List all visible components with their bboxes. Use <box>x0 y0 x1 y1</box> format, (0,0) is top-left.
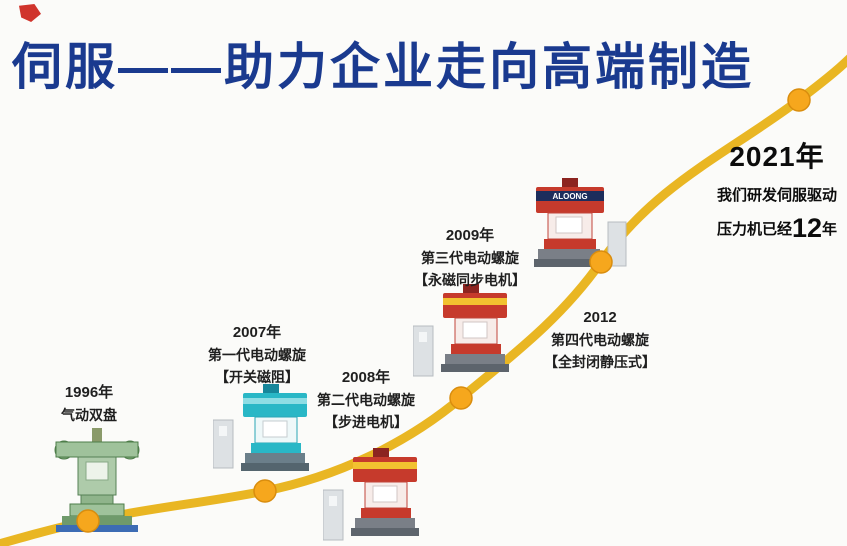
milestone-year: 2007年 <box>232 324 282 341</box>
milestone-2008: 2008年 第二代电动螺旋 【步进电机】 <box>286 367 446 433</box>
milestone-desc: 气动双盘 <box>61 407 117 423</box>
milestone-desc: 【步进电机】 <box>324 414 408 430</box>
dot-2008-2009 <box>449 386 473 410</box>
milestone-year: 1996年 <box>64 384 114 401</box>
machine-2021-servo-press: ALOONG <box>534 178 627 267</box>
milestone-2009: 2009年 第三代电动螺旋 【永磁同步电机】 <box>390 225 550 291</box>
years-suffix: 年 <box>822 221 838 238</box>
dot-2012 <box>589 250 613 274</box>
milestone-desc: 我们研发伺服驱动 <box>716 187 837 204</box>
page-title: 伺服——助力企业走向高端制造 <box>12 39 754 95</box>
milestone-year: 2021年 <box>729 141 825 172</box>
milestone-2012: 2012 第四代电动螺旋 【全封闭静压式】 <box>520 307 680 373</box>
machine-2008-press <box>323 448 419 541</box>
dot-2021 <box>787 88 811 112</box>
milestone-desc: 第三代电动螺旋 <box>421 250 519 266</box>
years-prefix: 压力机已经 <box>716 221 792 238</box>
milestone-desc: 第二代电动螺旋 <box>317 392 415 408</box>
milestone-desc: 第四代电动螺旋 <box>551 332 649 348</box>
dot-1996 <box>76 509 100 533</box>
machine-2007-press <box>213 384 309 471</box>
milestone-desc: 【永磁同步电机】 <box>414 272 526 288</box>
dot-2007 <box>253 479 277 503</box>
milestone-desc: 【开关磁阻】 <box>215 369 299 385</box>
milestone-1996: 1996年 气动双盘 <box>29 382 149 426</box>
milestone-desc: 第一代电动螺旋 <box>208 347 306 363</box>
milestone-desc: 压力机已经12年 <box>687 213 847 244</box>
milestone-desc: 【全封闭静压式】 <box>544 354 656 370</box>
years-count: 12 <box>791 213 823 243</box>
milestone-year: 2009年 <box>445 227 495 244</box>
milestone-year: 2012 <box>583 309 617 326</box>
milestone-2007: 2007年 第一代电动螺旋 【开关磁阻】 <box>177 322 337 388</box>
milestone-2021: 2021年 我们研发伺服驱动 压力机已经12年 <box>687 140 847 244</box>
machine-2009-press <box>413 284 509 377</box>
machine-brand-label: ALOONG <box>552 192 587 201</box>
logo-mark <box>19 4 41 22</box>
milestone-year: 2008年 <box>341 369 391 386</box>
